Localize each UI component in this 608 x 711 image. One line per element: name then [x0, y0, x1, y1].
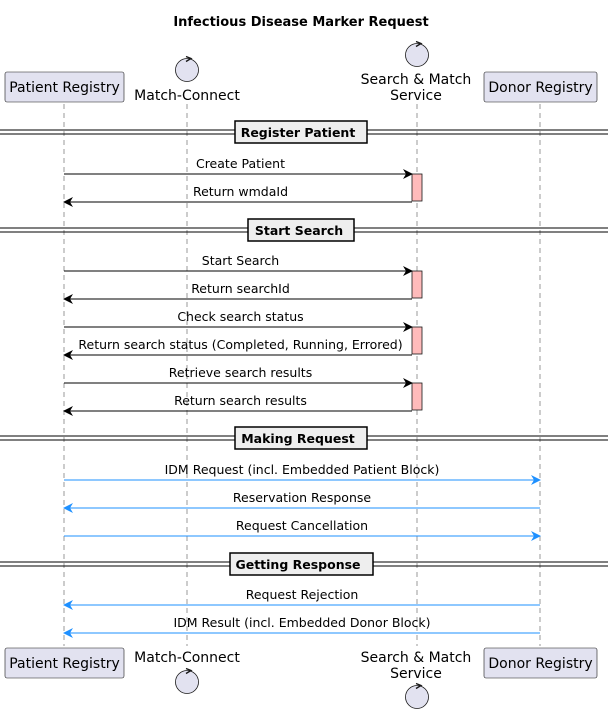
- participant-match-connect-bottom: Match-Connect: [134, 650, 240, 694]
- message-arrow: IDM Request (incl. Embedded Patient Bloc…: [64, 462, 541, 485]
- participant-label-line2: Service: [390, 88, 442, 104]
- control-icon: [175, 667, 199, 694]
- divider-start-search: Start Search: [0, 218, 608, 242]
- participant-donor-registry-top: Donor Registry: [483, 71, 598, 103]
- participant-label-line1: Search & Match: [361, 72, 472, 88]
- participant-patient-registry-bottom: Patient Registry: [4, 647, 125, 679]
- participant-label: Match-Connect: [134, 650, 240, 666]
- participant-label-line1: Search & Match: [361, 650, 472, 666]
- activation-bar: [411, 173, 423, 202]
- divider-getting-response: Getting Response: [0, 552, 608, 576]
- divider-label: Getting Response: [235, 557, 360, 572]
- control-icon: [405, 40, 429, 67]
- message-arrow: Request Cancellation: [64, 518, 541, 541]
- participant-label: Match-Connect: [134, 88, 240, 104]
- activation-bar: [411, 326, 423, 355]
- message-label: Return search results: [174, 393, 307, 408]
- message-label: Request Rejection: [246, 587, 359, 602]
- participant-label: Donor Registry: [488, 80, 592, 96]
- message-label: Return wmdaId: [193, 184, 288, 199]
- message-label: Retrieve search results: [169, 365, 312, 380]
- message-arrow: Check search status: [64, 309, 413, 332]
- message-label: Return search status (Completed, Running…: [78, 337, 402, 352]
- message-label: Check search status: [177, 309, 303, 324]
- message-arrow: Reservation Response: [63, 490, 540, 513]
- message-arrow: Return wmdaId: [63, 184, 412, 207]
- participant-donor-registry-bottom: Donor Registry: [483, 647, 598, 679]
- control-icon: [175, 55, 199, 82]
- message-arrow: Create Patient: [64, 156, 413, 179]
- message-arrow: Return search status (Completed, Running…: [63, 337, 412, 360]
- participant-patient-registry-top: Patient Registry: [4, 71, 125, 103]
- divider-making-request: Making Request: [0, 426, 608, 450]
- message-arrow: IDM Result (incl. Embedded Donor Block): [63, 615, 540, 638]
- control-icon: [405, 682, 429, 709]
- divider-label: Register Patient: [241, 125, 356, 140]
- message-label: IDM Request (incl. Embedded Patient Bloc…: [165, 462, 440, 477]
- divider-register-patient: Register Patient: [0, 120, 608, 144]
- divider-label: Start Search: [255, 223, 343, 238]
- participant-label: Donor Registry: [488, 656, 592, 672]
- activation-bar: [411, 382, 423, 411]
- message-label: Create Patient: [196, 156, 285, 171]
- participant-search-match-bottom: Search & Match Service: [361, 650, 472, 709]
- diagram-title: Infectious Disease Marker Request: [173, 15, 428, 30]
- message-label: Return searchId: [191, 281, 290, 296]
- message-arrow: Retrieve search results: [64, 365, 413, 388]
- message-arrow: Request Rejection: [63, 587, 540, 610]
- participant-label: Patient Registry: [9, 80, 120, 96]
- message-label: Start Search: [202, 253, 279, 268]
- message-arrow: Return search results: [63, 393, 412, 416]
- participant-search-match-top: Search & Match Service: [361, 40, 472, 104]
- participant-label: Patient Registry: [9, 656, 120, 672]
- message-arrow: Return searchId: [63, 281, 412, 304]
- message-label: IDM Result (incl. Embedded Donor Block): [173, 615, 430, 630]
- activation-bar: [411, 270, 423, 299]
- message-label: Reservation Response: [233, 490, 371, 505]
- message-arrow: Start Search: [64, 253, 413, 276]
- participant-label-line2: Service: [390, 666, 442, 682]
- participant-match-connect-top: Match-Connect: [134, 55, 240, 104]
- divider-label: Making Request: [241, 431, 355, 446]
- message-label: Request Cancellation: [236, 518, 368, 533]
